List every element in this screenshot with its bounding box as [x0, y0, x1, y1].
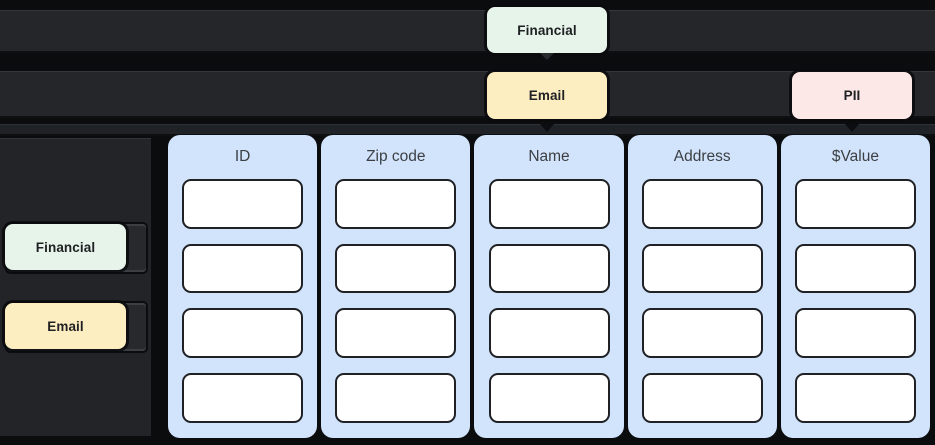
column-tag-bar-financial — [0, 10, 935, 53]
pii-column-tag-label: PII — [843, 88, 861, 103]
column-header: Zip code — [366, 147, 426, 165]
table-cell — [488, 373, 610, 423]
table-cell — [641, 373, 763, 423]
table-cell — [488, 243, 610, 294]
table-cell — [182, 373, 304, 423]
column-header: Address — [673, 147, 731, 165]
table-cell — [182, 243, 304, 294]
table-cell — [335, 373, 457, 423]
divider-bar — [0, 124, 935, 136]
table-cell — [335, 308, 457, 359]
column-id: ID — [168, 135, 318, 438]
column-name: Name — [474, 135, 624, 438]
email-column-tag-label: Email — [528, 88, 566, 103]
table-cell — [182, 308, 304, 359]
column-header: ID — [234, 147, 251, 165]
column-address: Address — [627, 135, 777, 438]
column-header: Name — [528, 147, 570, 165]
table-cell — [794, 373, 916, 423]
table-cell — [182, 178, 304, 229]
table-cell — [641, 178, 763, 229]
pii-column-tag: PII — [792, 72, 912, 132]
table-cell — [794, 243, 916, 294]
pointer-down-icon — [540, 53, 554, 60]
column-header: $Value — [831, 147, 879, 165]
row-tag-rail — [0, 138, 151, 436]
financial-column-tag: Financial — [487, 7, 607, 60]
table-cell — [794, 308, 916, 359]
table-cell — [488, 308, 610, 359]
financial-column-tag-label: Financial — [517, 22, 577, 38]
pointer-down-icon — [845, 124, 859, 132]
table-cell — [335, 178, 457, 229]
financial-row-tag: Financial — [5, 224, 126, 270]
table-cell — [641, 308, 763, 359]
email-row-tag: Email — [5, 303, 126, 349]
column-tag-bar-email-pii — [0, 71, 935, 118]
column-zip-code: Zip code — [321, 135, 471, 438]
table-cell — [488, 178, 610, 229]
pointer-down-icon — [540, 124, 554, 132]
table-cell — [641, 243, 763, 294]
table-cell — [335, 243, 457, 294]
financial-row-tag-label: Financial — [35, 239, 96, 255]
data-table: ID Zip code Name Address — [168, 135, 931, 438]
email-column-tag: Email — [487, 72, 607, 132]
table-cell — [794, 178, 916, 229]
column-value: $Value — [780, 135, 931, 438]
email-row-tag-label: Email — [47, 318, 84, 334]
